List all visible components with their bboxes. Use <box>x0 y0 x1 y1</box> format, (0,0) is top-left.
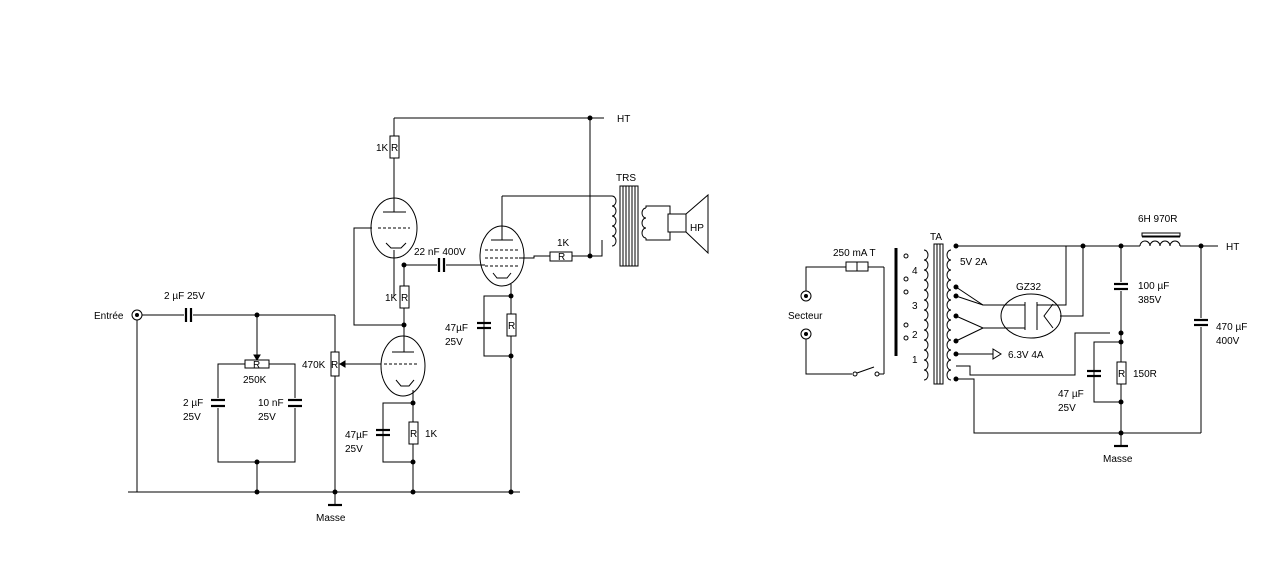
input-label: Entrée <box>94 311 124 322</box>
speaker-label: HP <box>690 223 704 234</box>
cap-100uf-label: 100 µF <box>1138 281 1169 292</box>
triode-upper <box>353 197 418 326</box>
amp-ground-label: Masse <box>316 513 346 524</box>
cap-100uf-voltage: 385V <box>1138 295 1162 306</box>
output-transformer-label: TRS <box>616 173 636 184</box>
rectifier-label: GZ32 <box>1016 282 1041 293</box>
cathode-cap1-label: 47µF <box>345 430 368 441</box>
heater-label: 6.3V 4A <box>1008 350 1044 361</box>
resistor-150r-letter: R <box>1118 369 1125 380</box>
triode-lower <box>380 335 426 402</box>
pot-470k-label: 470K <box>302 360 326 371</box>
secondary-5v-label: 5V 2A <box>960 257 988 268</box>
cathode-cap1-voltage: 25V <box>345 444 363 455</box>
cathode-resistor1-letter: R <box>410 429 417 440</box>
plate-resistor-letter: R <box>391 143 398 154</box>
mains-label: Secteur <box>788 311 823 322</box>
grid-resistor-letter: R <box>558 252 565 263</box>
cap-47uf-label: 47 µF <box>1058 389 1084 400</box>
input-capacitor-label: 2 µF 25V <box>164 291 205 302</box>
power-transformer <box>883 243 952 385</box>
cap-470uf-label: 470 µF <box>1216 322 1247 333</box>
resistor-150r-label: 150R <box>1133 369 1157 380</box>
choke-label: 6H 970R <box>1138 214 1177 225</box>
pentode-output <box>479 196 550 287</box>
input-capacitor <box>184 308 193 322</box>
cap-10nf-voltage: 25V <box>258 412 276 423</box>
amp-ht-label: HT <box>617 114 630 125</box>
cap-2uf-voltage: 25V <box>183 412 201 423</box>
psu-ht-label: HT <box>1226 242 1239 253</box>
cathode-cap2-voltage: 25V <box>445 337 463 348</box>
power-supply-circuit: Secteur 250 mA T TA 4 3 2 1 <box>788 214 1247 465</box>
pot-250k-label: 250K <box>243 375 267 386</box>
pot-470k-letter: R <box>331 360 338 371</box>
choke <box>1139 232 1181 247</box>
speaker <box>667 193 709 255</box>
coupling-cap-label: 22 nF 400V <box>414 247 466 258</box>
winding-1: 1 <box>912 355 918 366</box>
cap-10nf-label: 10 nF <box>258 398 284 409</box>
fuse-label: 250 mA T <box>833 248 876 259</box>
plate-resistor-value: 1K <box>376 143 389 154</box>
amplifier-circuit: Entrée 2 µF 25V R 250K 2 µF 25V 10 nF 25… <box>94 114 709 524</box>
transformer-label: TA <box>930 232 942 243</box>
cap-2uf-label: 2 µF <box>183 398 203 409</box>
psu-ground-label: Masse <box>1103 454 1133 465</box>
cap-47uf-voltage: 25V <box>1058 403 1076 414</box>
pot-250k-letter: R <box>253 360 260 371</box>
cathode-resistor1-value: 1K <box>425 429 438 440</box>
mid-resistor-letter: R <box>401 293 408 304</box>
cap-470uf-voltage: 400V <box>1216 336 1240 347</box>
grid-resistor-value: 1K <box>557 238 570 249</box>
output-transformer <box>502 185 671 267</box>
winding-3: 3 <box>912 301 918 312</box>
mid-resistor-value: 1K <box>385 293 398 304</box>
rectifier-tube <box>1000 246 1084 339</box>
cathode-cap2-label: 47µF <box>445 323 468 334</box>
winding-2: 2 <box>912 330 918 341</box>
winding-4: 4 <box>912 266 918 277</box>
cathode-resistor2-letter: R <box>508 321 515 332</box>
